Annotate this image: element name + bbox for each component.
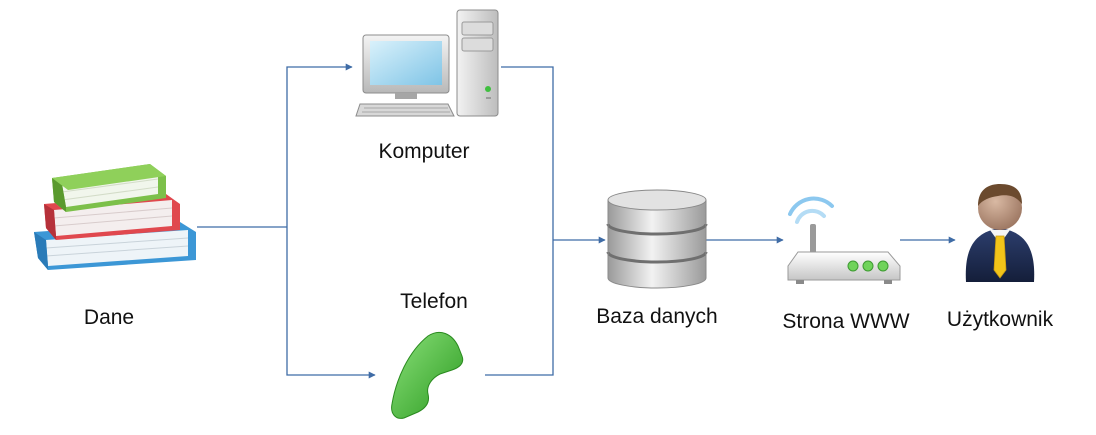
- phone-handset-icon: [391, 331, 464, 419]
- edge-dane-komputer: [286, 63, 353, 227]
- edge-dane-telefon: [286, 227, 376, 379]
- node-label-baza-danych: Baza danych: [596, 305, 718, 328]
- node-label-dane: Dane: [83, 306, 135, 329]
- node-label-komputer: Komputer: [378, 140, 470, 163]
- node-label-telefon: Telefon: [400, 290, 468, 313]
- database-icon: [606, 189, 708, 289]
- node-label-strona-www: Strona WWW: [782, 310, 910, 333]
- desktop-computer-icon: [355, 9, 499, 117]
- edge-telefon-baza: [485, 240, 554, 376]
- books-icon: [34, 164, 196, 270]
- wifi-router-icon: [787, 196, 901, 284]
- connectors: [197, 63, 956, 379]
- node-label-uzytkownik: Użytkownik: [946, 308, 1054, 331]
- user-icon: [965, 184, 1035, 282]
- edge-komputer-baza: [501, 66, 554, 240]
